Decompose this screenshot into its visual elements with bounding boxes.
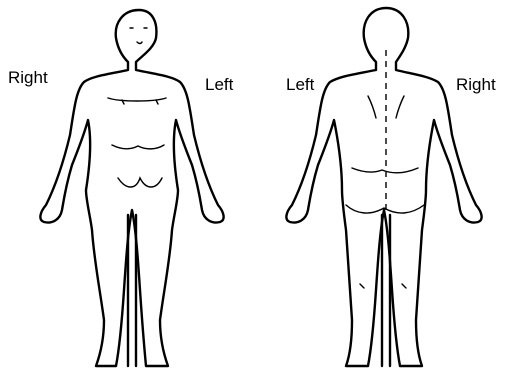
front-figure bbox=[40, 10, 223, 366]
front-right-label: Right bbox=[8, 68, 48, 87]
back-left-label: Left bbox=[286, 75, 315, 94]
back-figure bbox=[286, 8, 481, 366]
back-right-label: Right bbox=[456, 75, 496, 94]
front-left-label: Left bbox=[205, 75, 234, 94]
